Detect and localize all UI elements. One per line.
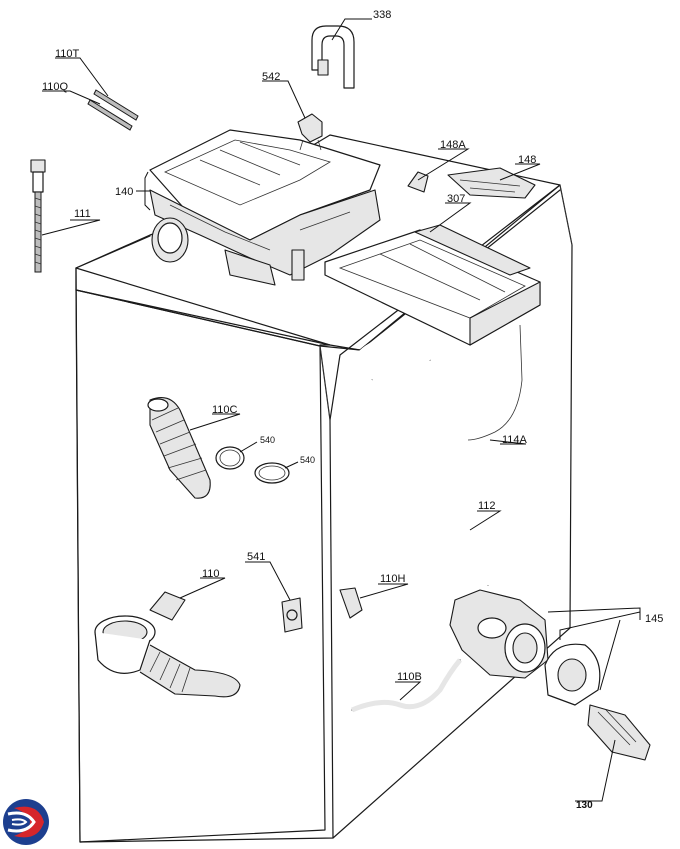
label-110C: 110C: [212, 404, 238, 416]
bellows-hose-110C: [147, 397, 211, 499]
filter-housing-145: [544, 643, 601, 706]
clip-541: [281, 597, 303, 633]
bracket-148: [447, 167, 536, 199]
label-114A: 114A: [502, 434, 528, 446]
label-110B: 110B: [397, 671, 422, 683]
bolt-111: [30, 159, 46, 273]
label-148: 148: [518, 154, 536, 166]
drain-pump: [449, 589, 549, 679]
dispenser-drawer-307: [324, 224, 541, 346]
detergent-housing-140: [149, 129, 381, 286]
label-140: 140: [115, 186, 133, 198]
label-111: 111: [74, 208, 91, 220]
label-148A: 148A: [440, 139, 466, 151]
label-540-b: 540: [300, 455, 315, 465]
label-542: 542: [262, 71, 280, 83]
label-130: 130: [576, 800, 593, 811]
label-540-a: 540: [260, 435, 275, 445]
wire-114A: [467, 324, 523, 441]
label-307: 307: [447, 193, 465, 205]
clip-542: [297, 113, 323, 151]
leader-lines: [41, 18, 641, 802]
label-110Q: 110Q: [42, 81, 69, 93]
label-338: 338: [373, 9, 391, 21]
label-145: 145: [645, 613, 663, 625]
label-110H: 110H: [380, 573, 406, 585]
brand-logo: [3, 799, 49, 845]
label-110T: 110T: [55, 48, 80, 60]
clamp-540-b: [254, 462, 290, 484]
pump-filter-130: [587, 704, 651, 761]
hose-110B: [351, 658, 462, 713]
hose-hanger-338: [311, 25, 355, 89]
label-541: 541: [247, 551, 265, 563]
sump-hose-110: [94, 591, 241, 698]
pins-110T-110Q: [87, 89, 139, 131]
drain-hose-112: [339, 336, 492, 619]
clamp-540-a: [215, 446, 245, 470]
label-110: 110: [202, 568, 220, 580]
label-112: 112: [478, 500, 496, 512]
